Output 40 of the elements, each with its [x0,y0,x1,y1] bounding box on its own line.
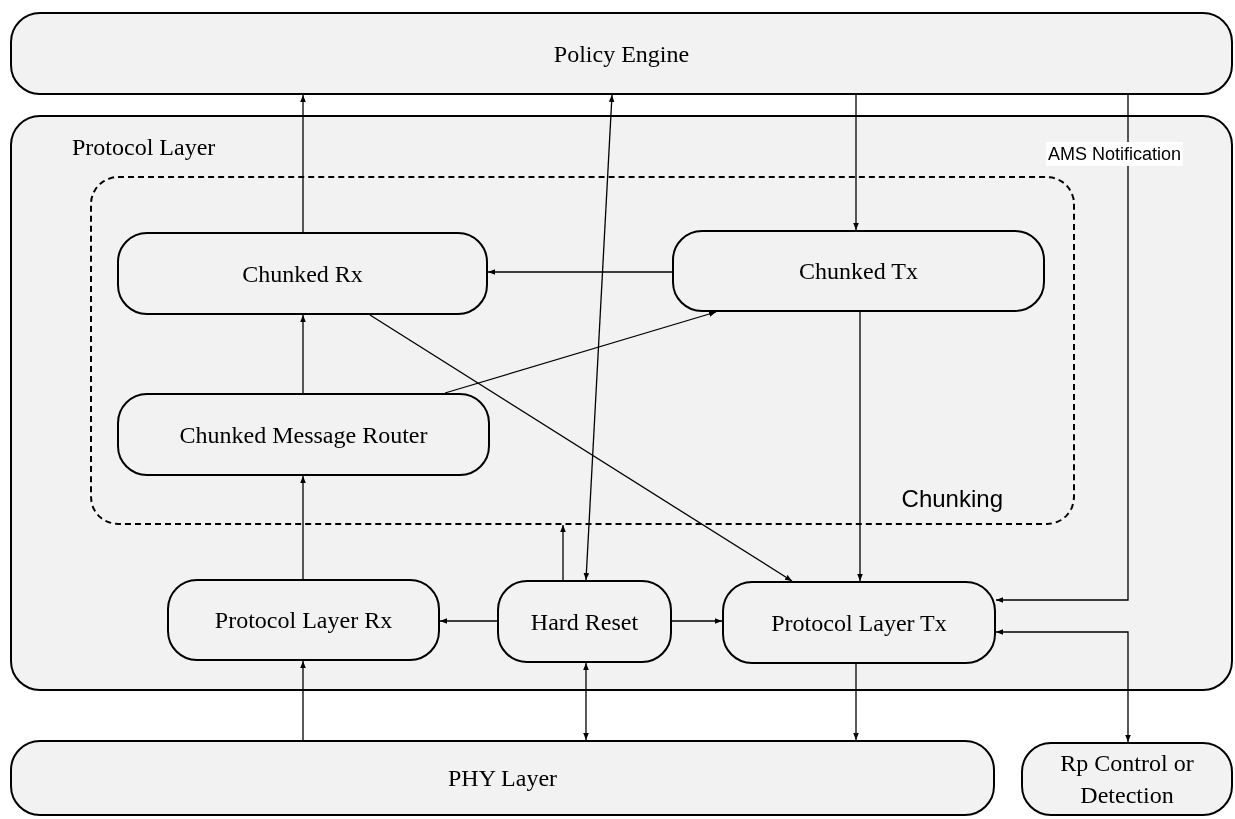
node-label: Chunked Tx [799,257,918,286]
node-label: Protocol Layer Rx [214,606,393,635]
node-label: Chunked Message Router [179,420,428,450]
arrow [583,662,589,741]
arrow [487,269,673,275]
process-box [722,581,996,664]
node-label: Hard Reset [530,607,639,637]
arrow [583,94,615,581]
arrow [853,663,859,741]
arrow [671,618,723,624]
process-box [1021,742,1233,816]
arrow [857,311,863,582]
arrow [300,94,306,233]
process-box [117,393,490,476]
process-box [117,232,488,315]
process-box [672,230,1045,312]
node-label: Protocol Layer [72,133,216,162]
dashed-group-box [90,176,1075,525]
node-label: PHY Layer [447,764,558,793]
process-box [167,579,440,661]
node-label: Protocol Layer Tx [771,608,947,638]
node-label: Chunking [901,484,1003,514]
node-label: Policy Engine [553,39,690,69]
layer-panel [10,115,1233,691]
node-label: Rp Control or Detection [1059,749,1195,810]
arrow [853,94,859,231]
arrow [560,524,566,581]
arrow [995,629,1131,743]
arrow [300,660,306,741]
arrow [300,314,306,394]
process-box [10,740,995,816]
node-label: Chunked Rx [242,259,363,289]
arrow [444,311,717,394]
arrow [369,314,793,582]
arrow [439,618,498,624]
process-box [497,580,672,663]
process-box [10,12,1233,95]
arrow [300,475,306,580]
arrow [995,94,1129,603]
edge-label: AMS Notification [1046,142,1184,166]
